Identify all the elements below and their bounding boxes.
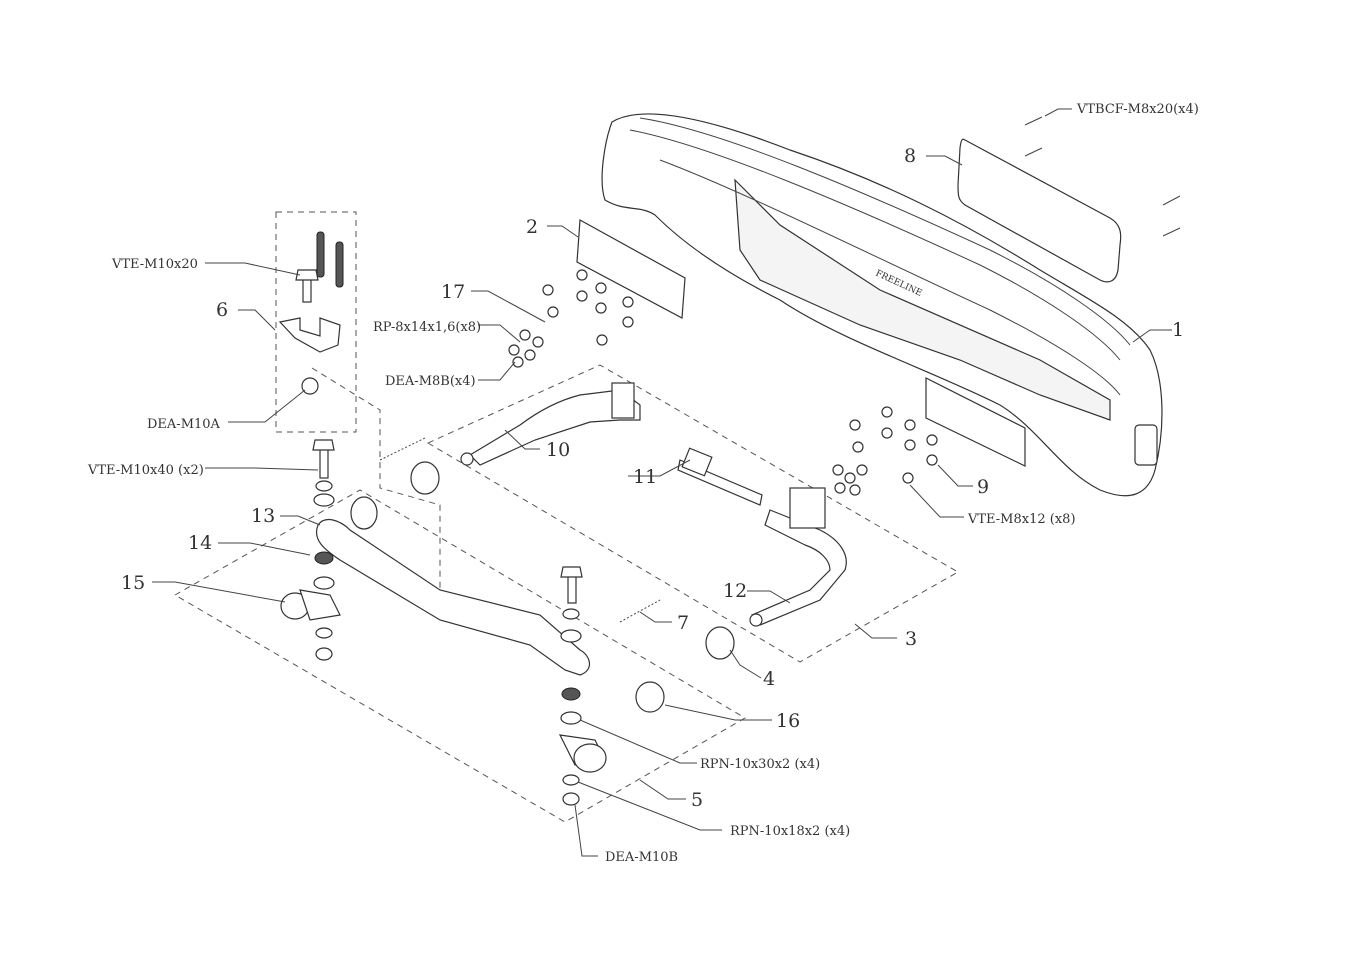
tube-11 xyxy=(677,447,763,506)
ring-upper xyxy=(350,496,378,530)
assembly-6-box xyxy=(275,211,357,433)
callout-17: 17 xyxy=(441,281,465,303)
callout-12: 12 xyxy=(723,580,747,602)
bolt-stack-right xyxy=(560,566,583,806)
plate-8 xyxy=(957,138,1122,283)
callout-8: 8 xyxy=(904,145,916,167)
hardware-cluster-left xyxy=(508,269,634,368)
bracket-6 xyxy=(278,231,344,395)
callout-13: 13 xyxy=(251,505,275,527)
plate-2 xyxy=(576,219,686,319)
assembly-5-box xyxy=(173,489,746,823)
label-dea-m8b: DEA-M8B(x4) xyxy=(385,374,476,389)
spring-7 xyxy=(619,599,661,623)
clamp-5 xyxy=(558,734,607,773)
callout-11: 11 xyxy=(633,466,657,488)
spring-upper xyxy=(379,437,426,461)
label-dea-m10b: DEA-M10B xyxy=(605,850,678,865)
callout-16: 16 xyxy=(776,710,800,732)
callout-4: 4 xyxy=(763,668,775,690)
callout-3: 3 xyxy=(905,628,917,650)
callout-15: 15 xyxy=(121,572,145,594)
clamp-15 xyxy=(280,589,341,621)
callout-6: 6 xyxy=(216,299,228,321)
label-vte-m10x40: VTE-M10x40 (x2) xyxy=(87,463,204,478)
callout-1: 1 xyxy=(1172,319,1184,341)
label-rp: RP-8x14x1,6(x8) xyxy=(373,320,481,335)
number-callouts: 1 2 3 4 5 6 7 8 9 10 11 12 13 14 15 16 1… xyxy=(121,145,1184,811)
label-rpn-10x30: RPN-10x30x2 (x4) xyxy=(700,757,820,772)
callout-7: 7 xyxy=(677,612,689,634)
assembly-3-box xyxy=(426,364,960,663)
tube-10 xyxy=(460,382,641,466)
tube-12 xyxy=(749,487,847,627)
leader-lines xyxy=(152,108,1172,857)
bushing-4 xyxy=(705,626,735,660)
bushing-upper xyxy=(410,461,440,495)
bumper-part: FREELINE xyxy=(601,113,1163,497)
hardware-labels: VTBCF-M8x20(x4) VTE-M10x20 RP-8x14x1,6(x… xyxy=(87,102,1199,865)
callout-9: 9 xyxy=(977,476,989,498)
assembly-link-line xyxy=(311,367,441,590)
callout-14: 14 xyxy=(188,532,212,554)
callout-5: 5 xyxy=(691,789,703,811)
label-dea-m10a: DEA-M10A xyxy=(147,417,221,432)
label-vtbcf: VTBCF-M8x20(x4) xyxy=(1076,102,1199,117)
ring-16 xyxy=(635,681,665,713)
label-vte-m10x20: VTE-M10x20 xyxy=(111,257,198,272)
label-rpn-10x18: RPN-10x18x2 (x4) xyxy=(730,824,850,839)
bolt-stack-left xyxy=(312,439,335,661)
plate-9 xyxy=(925,377,1026,467)
hardware-cluster-right xyxy=(832,406,938,496)
vtbcf-screws xyxy=(1024,116,1181,237)
callout-10: 10 xyxy=(546,439,570,461)
label-vte-m8x12: VTE-M8x12 (x8) xyxy=(967,512,1076,527)
callout-2: 2 xyxy=(526,216,538,238)
lever-arm-13 xyxy=(316,518,590,676)
